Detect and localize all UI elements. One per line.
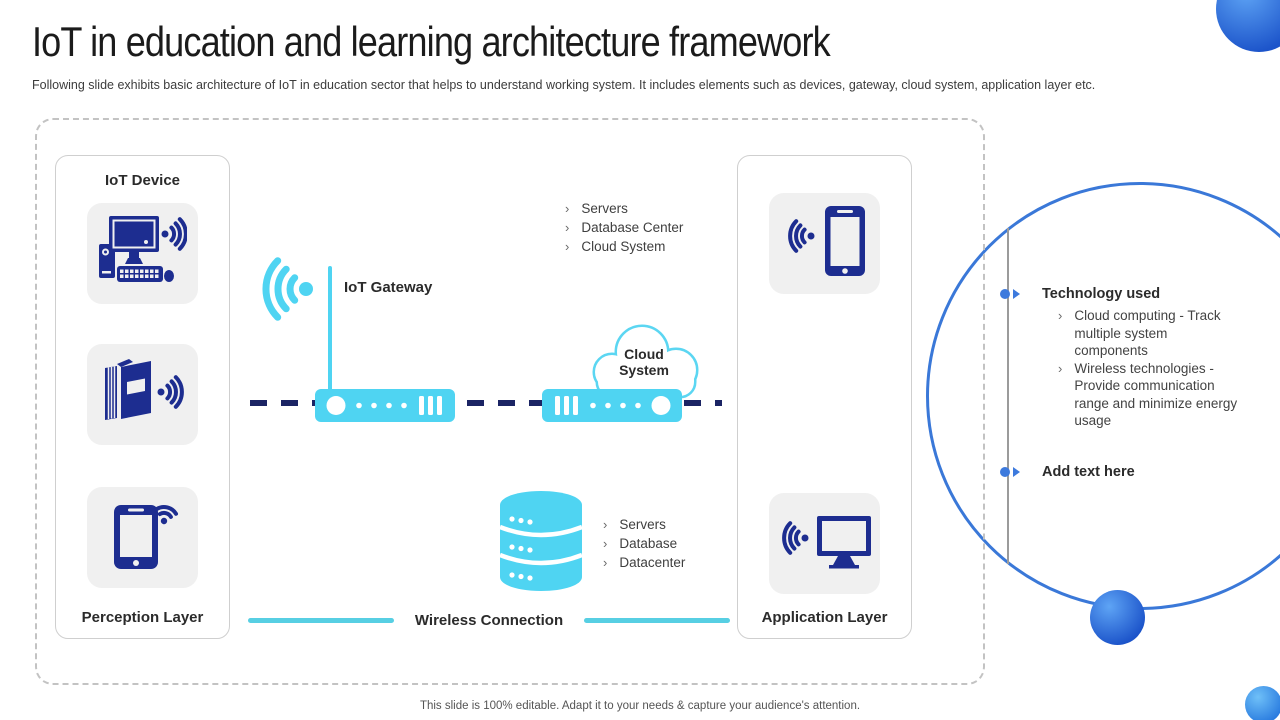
perception-layer-label: Perception Layer (81, 609, 204, 626)
gateway-wifi-icon (256, 252, 320, 331)
sphere-bottom-right-decoration (1245, 686, 1280, 720)
cloud-icon (588, 320, 700, 407)
chevron-icon: › (1058, 308, 1063, 323)
bullet-marker-icon (1000, 467, 1020, 477)
router-right-icon (542, 389, 682, 427)
perception-layer-box: IoT Device (55, 155, 230, 639)
gateway-antenna (328, 266, 332, 393)
wireless-line-left (248, 618, 394, 623)
bullet-marker-icon (1000, 289, 1020, 299)
list-item: › Database (603, 534, 685, 553)
icon-tile (769, 493, 880, 594)
icon-tile (87, 344, 198, 445)
cloud-system-label: Cloud System (619, 346, 669, 378)
orbit-chord-line (1007, 228, 1009, 564)
iot-device-header: IoT Device (104, 172, 181, 189)
smartphone-wifi-icon (102, 495, 184, 580)
database-icon (496, 489, 586, 598)
sphere-on-orbit-decoration (1090, 590, 1145, 645)
list-item-label: Servers (581, 201, 628, 216)
books-wifi-icon (99, 356, 187, 433)
list-item: › Cloud System (565, 237, 683, 256)
wifi-smartphone-icon (777, 202, 873, 285)
router-left-icon (315, 389, 455, 427)
list-item: › Servers (603, 515, 685, 534)
add-text-here-placeholder[interactable]: Add text here (1042, 464, 1135, 480)
application-layer-box: Application Layer (737, 155, 912, 639)
sphere-top-right-decoration (1216, 0, 1280, 52)
chevron-icon: › (603, 517, 608, 532)
iot-gateway-label: IoT Gateway (344, 279, 433, 296)
desktop-computer-wifi-icon (98, 214, 188, 293)
list-item-label: Wireless technologies - Provide communic… (1074, 360, 1238, 429)
page-title: IoT in education and learning architectu… (32, 18, 831, 65)
icon-tile (769, 193, 880, 294)
architecture-panel (35, 118, 985, 685)
list-item: › Servers (565, 199, 683, 218)
wireless-connection-label: Wireless Connection (414, 612, 564, 629)
icon-tile (87, 487, 198, 588)
cloud-services-list: › Servers › Database Center › Cloud System (565, 199, 683, 256)
chevron-icon: › (603, 555, 608, 570)
chevron-icon: › (1058, 360, 1063, 376)
list-item-label: Servers (619, 517, 666, 532)
backbone-dashed-line (250, 400, 722, 406)
list-item: › Cloud computing - Track multiple system… (1058, 307, 1238, 360)
chevron-icon: › (565, 201, 570, 216)
list-item-label: Database Center (581, 220, 684, 235)
chevron-icon: › (565, 220, 570, 235)
wifi-monitor-icon (775, 502, 875, 585)
wireless-line-right (584, 618, 730, 623)
footer-note: This slide is 100% editable. Adapt it to… (419, 700, 861, 712)
list-item: › Datacenter (603, 553, 685, 572)
technology-used-heading: Technology used (1042, 286, 1161, 302)
datacenter-services-list: › Servers › Database › Datacenter (603, 515, 685, 572)
list-item: › Wireless technologies - Provide communi… (1058, 360, 1238, 430)
chevron-icon: › (565, 239, 570, 254)
page-subtitle: Following slide exhibits basic architect… (32, 78, 1096, 92)
list-item-label: Cloud System (581, 239, 666, 254)
technology-list: › Cloud computing - Track multiple system… (1058, 307, 1238, 430)
chevron-icon: › (603, 536, 608, 551)
list-item-label: Datacenter (619, 555, 686, 570)
list-item-label: Cloud computing - Track multiple system … (1074, 308, 1221, 358)
application-layer-label: Application Layer (761, 609, 888, 626)
list-item-label: Database (619, 536, 678, 551)
icon-tile (87, 203, 198, 304)
list-item: › Database Center (565, 218, 683, 237)
